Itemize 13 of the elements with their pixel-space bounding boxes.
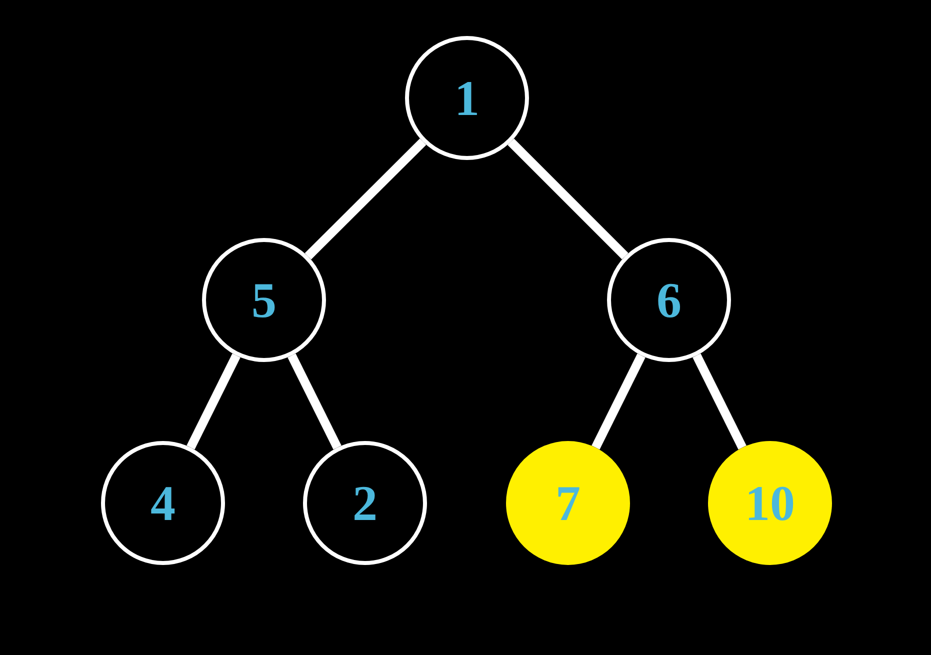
tree-edge — [508, 138, 628, 260]
tree-edge — [592, 354, 646, 450]
node-value: 7 — [556, 478, 580, 528]
node-value: 2 — [352, 478, 378, 528]
node-value: 10 — [745, 478, 795, 528]
node-value: 1 — [454, 73, 480, 123]
node-value: 4 — [150, 478, 176, 528]
tree-edge — [692, 354, 746, 450]
tree-edge — [304, 138, 426, 260]
node-value: 5 — [252, 275, 276, 325]
node-value: 6 — [656, 275, 682, 325]
tree-edge — [186, 354, 240, 450]
tree-edge — [288, 354, 342, 450]
